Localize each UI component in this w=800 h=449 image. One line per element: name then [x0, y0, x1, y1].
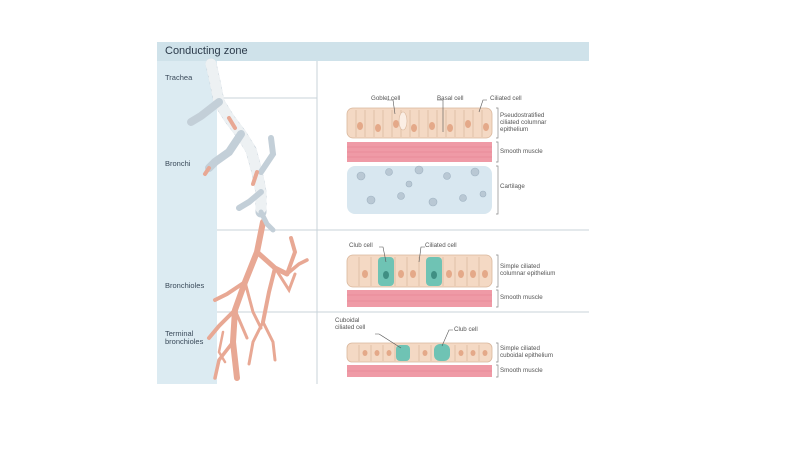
- trachea-bronchi: [187, 58, 277, 233]
- ann-cartilage: Cartilage: [500, 183, 525, 190]
- bronchioles-tissue: [346, 246, 499, 308]
- zone-label-terminal: Terminal bronchioles: [165, 329, 204, 347]
- ann-goblet-cell: Goblet cell: [371, 95, 401, 102]
- zone-label-trachea: Trachea: [165, 73, 193, 82]
- ann-ciliated-cell-bronchi: Ciliated cell: [490, 95, 522, 102]
- header-band: [157, 42, 589, 61]
- conducting-zone-figure: Conducting zone Trachea Bronchi Bronchio…: [157, 42, 589, 384]
- ann-smooth-muscle-bronchi: Smooth muscle: [500, 148, 543, 155]
- ann-smooth-muscle-terminal: Smooth muscle: [500, 367, 543, 374]
- ann-club-cell-bronchioles: Club cell: [349, 242, 373, 249]
- ann-epithelium-terminal: Simple ciliated cuboidal epithelium: [500, 345, 553, 360]
- ann-epithelium-bronchioles: Simple ciliated columnar epithelium: [500, 263, 556, 278]
- zone-label-bronchioles: Bronchioles: [165, 281, 205, 290]
- ann-club-cell-terminal: Club cell: [454, 326, 478, 333]
- zone-label-bronchi: Bronchi: [165, 159, 191, 168]
- ann-epithelium-bronchi: Pseudostratified ciliated columnar epith…: [500, 112, 547, 134]
- bronchi-tissue: [346, 99, 499, 215]
- ann-smooth-muscle-bronchioles: Smooth muscle: [500, 294, 543, 301]
- ann-cuboidal-ciliated-cell: Cuboidal ciliated cell: [335, 317, 366, 332]
- ann-basal-cell: Basal cell: [437, 95, 464, 102]
- bronchiole-tree: [207, 219, 309, 381]
- terminal-tissue: [346, 329, 499, 378]
- ann-ciliated-cell-bronchioles: Ciliated cell: [425, 242, 457, 249]
- figure-title: Conducting zone: [165, 45, 248, 57]
- figure-graphics: [157, 42, 589, 384]
